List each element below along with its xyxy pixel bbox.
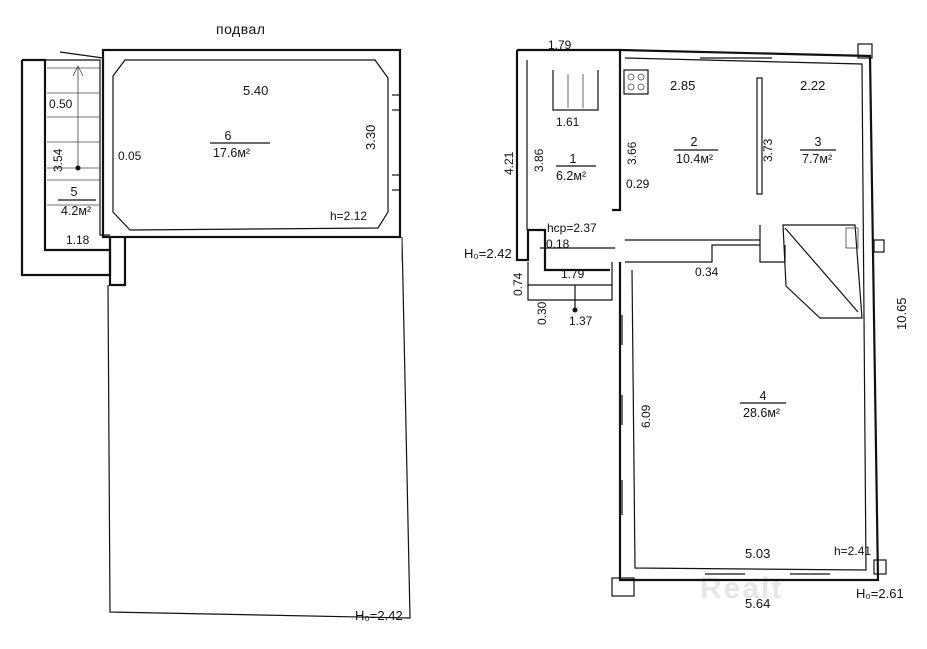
- ground-level-right: H₀=2.61: [856, 586, 904, 601]
- porch-lower: [527, 262, 613, 301]
- dim-partition: 3.73: [761, 138, 775, 162]
- dim-left-inner: 3.86: [532, 148, 546, 172]
- log-end: [873, 239, 885, 253]
- log-end: [611, 577, 635, 597]
- basement-lower-notch: [108, 237, 127, 287]
- ground-level-left: H₀=2.42: [464, 246, 512, 261]
- dim-right-total: 10.65: [894, 297, 909, 330]
- stove-burner: [637, 83, 645, 91]
- log-corner: [857, 43, 873, 59]
- kitchen-counter: [552, 70, 599, 111]
- basement-lower-area: [107, 236, 411, 619]
- stove-burner: [627, 83, 635, 91]
- dim-porch-gap: 0.34: [695, 265, 719, 279]
- house-inner-wall: [624, 57, 867, 571]
- ground-avg-height: hср=2.37: [547, 221, 597, 235]
- room-1-number: 1: [570, 152, 577, 166]
- basement-plan: 5.40 6 17.6м² 3.30 0.05 h=2.12 0.50 3.54…: [20, 48, 411, 623]
- room-4-number: 4: [760, 389, 767, 403]
- dim-basement-top: 5.40: [243, 83, 268, 98]
- dim-room4-left: 6.09: [639, 404, 653, 428]
- basement-ceiling-height: h=2.12: [330, 209, 367, 223]
- dim-porch-lower: 1.79: [561, 267, 585, 281]
- interior-wall-stub: [759, 225, 786, 263]
- dim-porch-upper: 1.61: [556, 115, 580, 129]
- dim-porch-step: 1.37: [569, 314, 593, 328]
- stove-icon: [623, 69, 649, 95]
- plan-title: подвал: [216, 21, 265, 37]
- stair-start-dot: [75, 165, 81, 171]
- room-5-number: 5: [71, 185, 78, 199]
- dim-step-a: 0.18: [546, 237, 570, 251]
- room-3-area: 7.7м²: [802, 152, 832, 166]
- basement-room-6-outer: [101, 48, 402, 239]
- dim-porch-depth: 0.30: [535, 301, 549, 325]
- room-6-area: 17.6м²: [213, 146, 250, 160]
- dim-stair-width: 1.18: [66, 233, 90, 247]
- dim-bottom-inner: 5.03: [745, 546, 770, 561]
- porch-outer-wall: [515, 50, 610, 272]
- entry-wall: [517, 48, 622, 212]
- ground-floor-plan: 1.79 2.85 2.22 1.61 4.21 3.86 1 6.2м² 3.…: [464, 38, 909, 611]
- log-end: [873, 559, 887, 575]
- basement-room-6-inner: [112, 59, 389, 231]
- dim-left-outer: 4.21: [502, 151, 516, 175]
- basement-ground-level: H₀=2.42: [355, 608, 403, 623]
- chimney-block: [782, 224, 863, 319]
- dim-wall-mid: 3.66: [625, 141, 639, 165]
- partition-wall: [756, 77, 763, 195]
- dim-step-b: 0.74: [511, 272, 525, 296]
- stove-burner: [637, 73, 645, 81]
- dim-top-left: 1.79: [548, 38, 572, 52]
- dim-bottom-outer: 5.64: [745, 596, 770, 611]
- watermark-text: Realt: [700, 572, 783, 605]
- room-4-area: 28.6м²: [743, 406, 780, 420]
- porch-start-dot: [572, 307, 578, 313]
- room-2-area: 10.4м²: [676, 152, 713, 166]
- dim-stub: 0.29: [626, 177, 650, 191]
- chimney-flue: [845, 227, 859, 249]
- room-2-number: 2: [691, 135, 698, 149]
- dim-basement-left-inner: 0.05: [118, 149, 142, 163]
- stove-burner: [627, 73, 635, 81]
- room-6-number: 6: [225, 129, 232, 143]
- stair-top-edge: [59, 51, 104, 59]
- stair-arrow-icon: [72, 65, 84, 77]
- dim-room3-width: 2.22: [800, 78, 825, 93]
- ground-ceiling-height: h=2.41: [834, 544, 871, 558]
- dim-basement-right: 3.30: [363, 125, 378, 150]
- room-3-number: 3: [815, 135, 822, 149]
- dim-stair-length: 3.54: [51, 148, 65, 172]
- chimney-diagonal: [784, 227, 859, 313]
- room-1-area: 6.2м²: [556, 169, 586, 183]
- interior-wall: [625, 244, 760, 263]
- stair-inner-outline: [45, 59, 110, 236]
- dim-stair-step: 0.50: [49, 97, 73, 111]
- dim-kitchen-width: 2.85: [670, 78, 695, 93]
- house-outer-wall: [618, 48, 880, 582]
- room-5-area: 4.2м²: [61, 204, 91, 218]
